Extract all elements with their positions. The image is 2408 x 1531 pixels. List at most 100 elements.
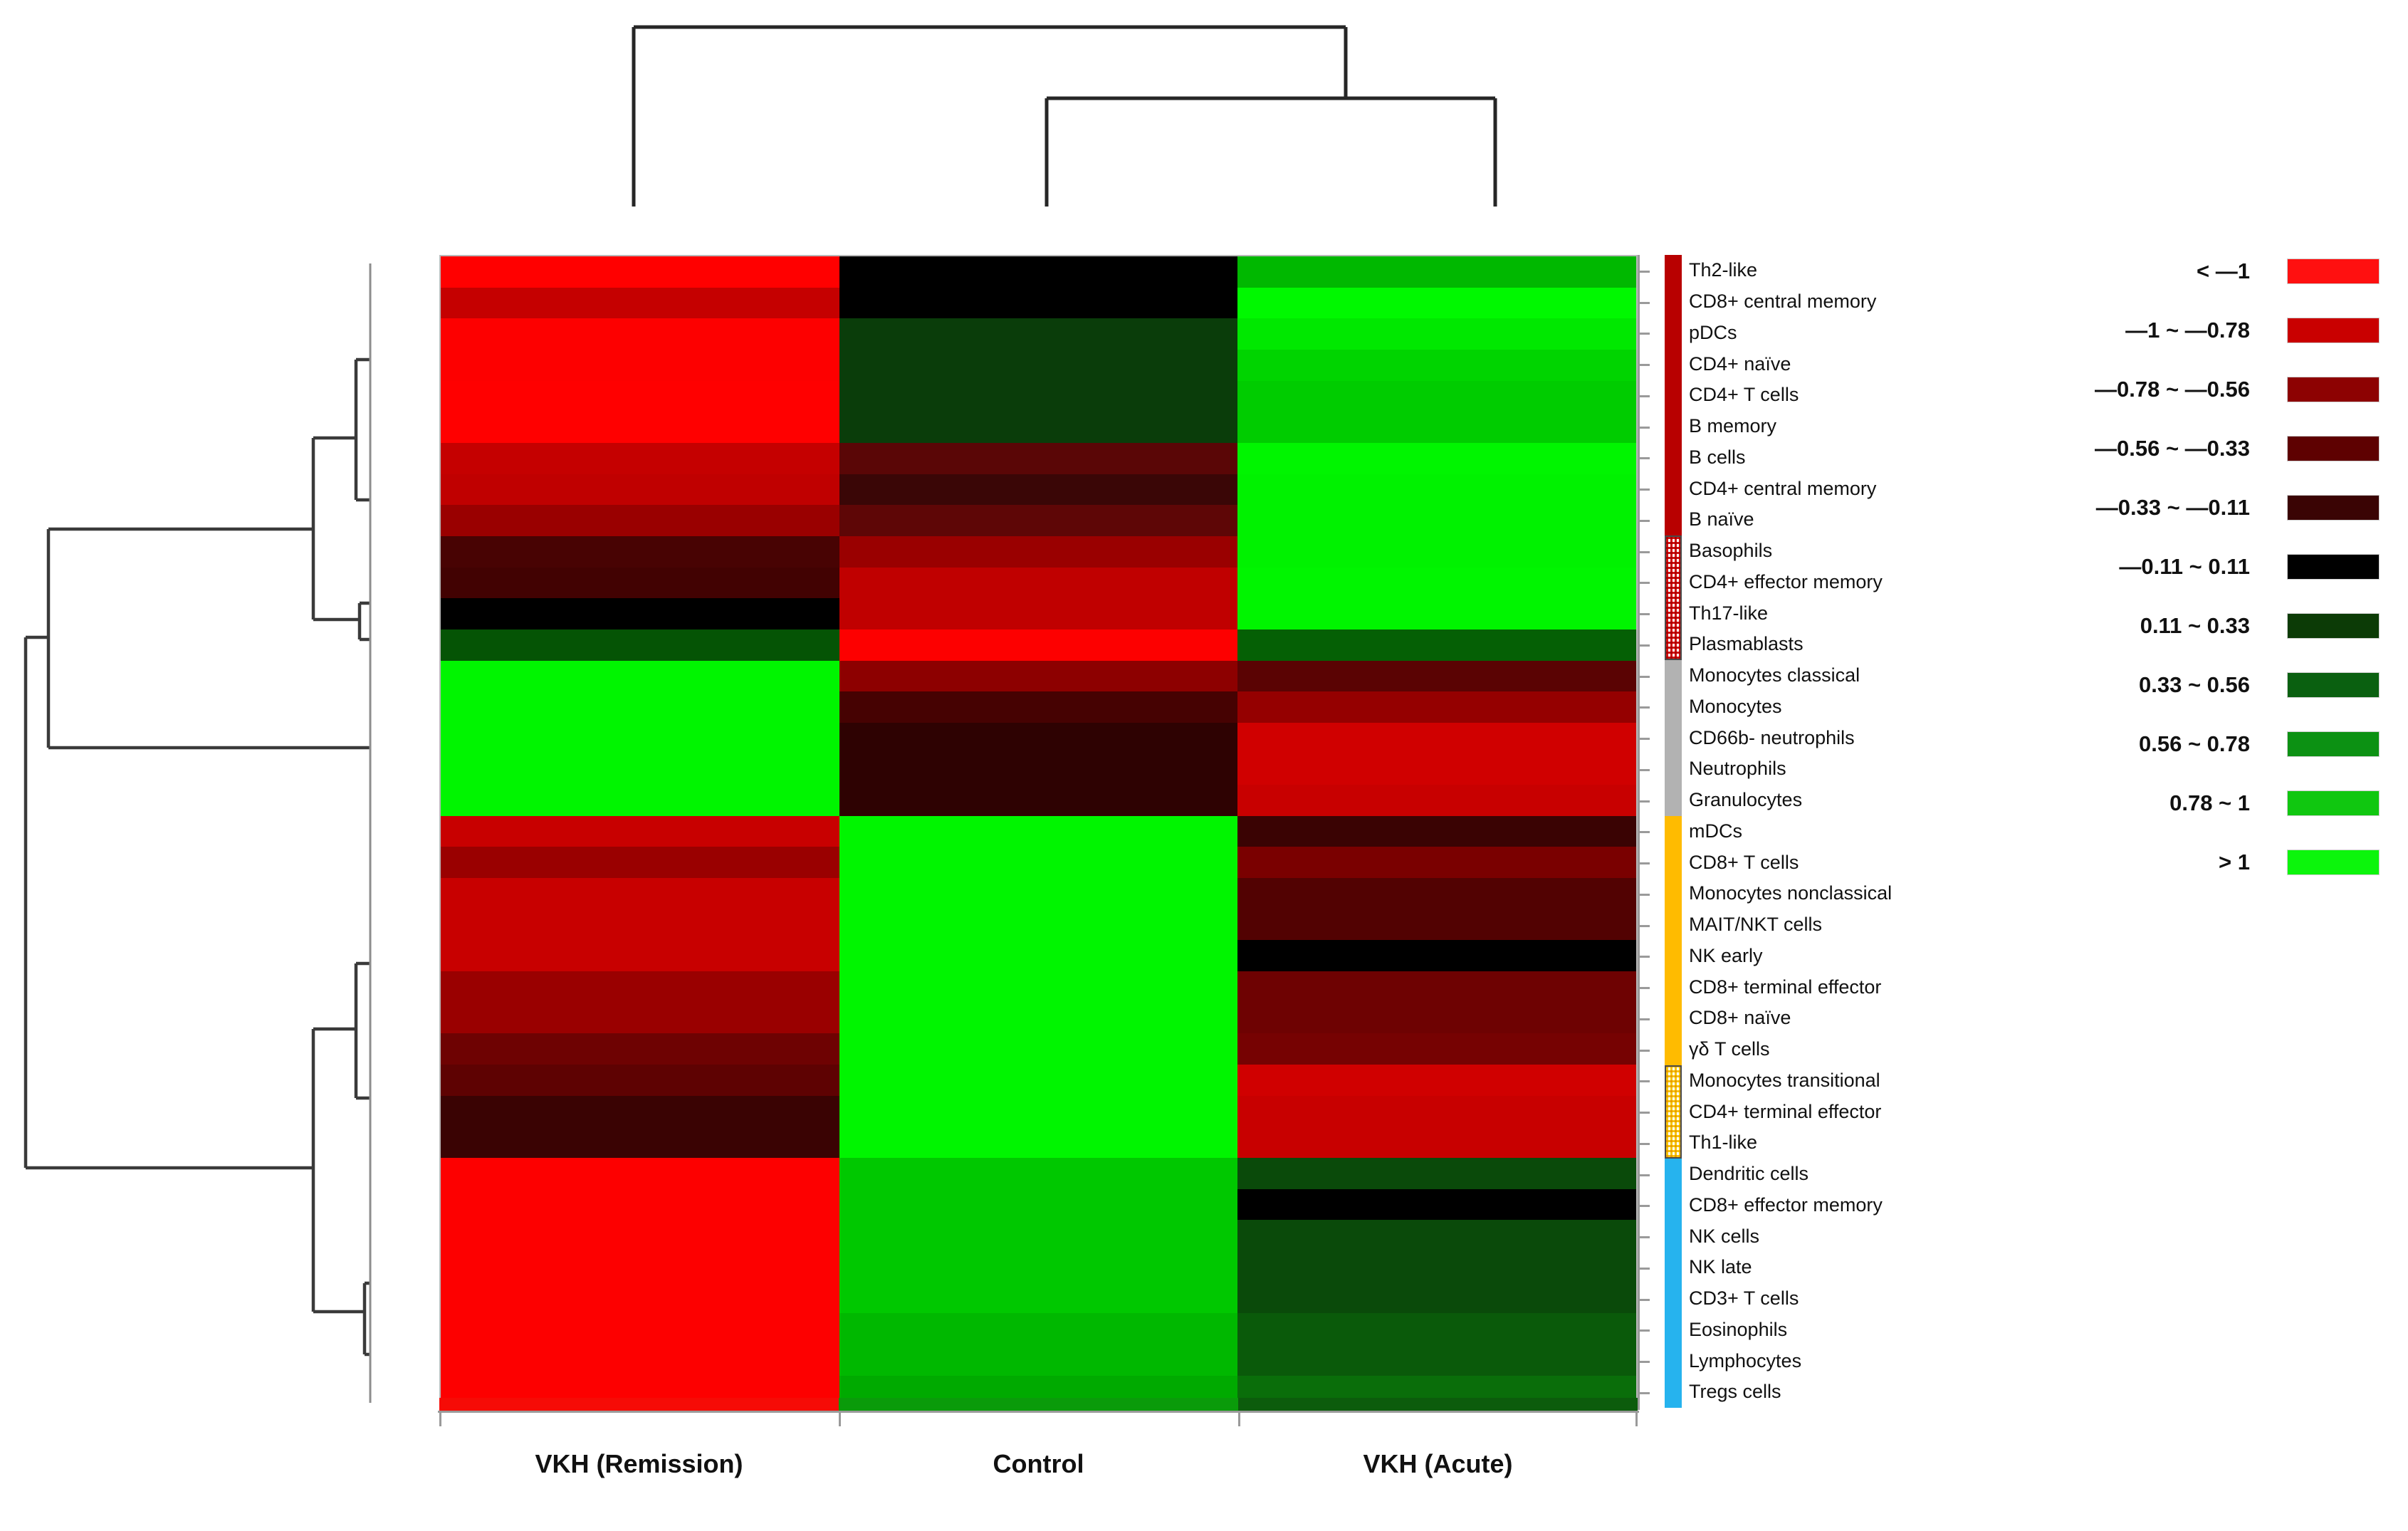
heatmap-row [441, 1158, 1636, 1189]
heatmap-cell [441, 1313, 839, 1344]
heatmap-cell [839, 474, 1238, 506]
row-label-9: Basophils [1689, 540, 1773, 562]
row-tick [1638, 1376, 1662, 1408]
heatmap-cell [1237, 598, 1636, 629]
row-tick [1638, 971, 1662, 1003]
row-label-12: Plasmablasts [1689, 633, 1804, 655]
legend-swatch [2287, 258, 2380, 284]
heatmap-row [441, 349, 1636, 381]
heatmap-row [441, 753, 1636, 785]
heatmap-cell [1237, 1313, 1636, 1344]
column-group-swatch-2 [1238, 1398, 1638, 1411]
heatmap-cell [839, 878, 1238, 909]
row-tick [1638, 1252, 1662, 1283]
heatmap-cell [839, 722, 1238, 754]
heatmap-cell [441, 909, 839, 941]
row-tick [1638, 1034, 1662, 1065]
column-tick [439, 1411, 441, 1426]
row-tick [1638, 567, 1662, 598]
row-label-28: Th1-like [1689, 1132, 1758, 1154]
legend-entry-7: 0.33 ~ 0.56 [1951, 669, 2392, 701]
row-label-4: CD4+ T cells [1689, 384, 1799, 406]
heatmap-cell [839, 629, 1238, 661]
column-tick [1238, 1411, 1240, 1426]
row-tick [1638, 878, 1662, 909]
heatmap-row [441, 1344, 1636, 1376]
row-label-34: Eosinophils [1689, 1318, 1788, 1340]
heatmap-cell [839, 1065, 1238, 1096]
legend-entry-8: 0.56 ~ 0.78 [1951, 728, 2392, 761]
row-tick [1638, 318, 1662, 349]
row-tick [1638, 909, 1662, 941]
heatmap-row [441, 878, 1636, 909]
heatmap-cell [441, 598, 839, 629]
heatmap-cell [441, 1158, 839, 1189]
row-tick [1638, 473, 1662, 504]
column-label-2: VKH (Acute) [1363, 1449, 1513, 1478]
row-label-31: NK cells [1689, 1225, 1760, 1247]
row-label-10: CD4+ effector memory [1689, 570, 1883, 592]
heatmap-cell [441, 412, 839, 443]
row-group-bar-blue-group [1665, 1158, 1682, 1408]
row-tick [1638, 442, 1662, 474]
heatmap-cell [441, 505, 839, 536]
legend-entry-9: 0.78 ~ 1 [1951, 787, 2392, 820]
row-tick [1638, 348, 1662, 380]
legend-swatch [2287, 318, 2380, 343]
legend-entry-10: > 1 [1951, 846, 2392, 879]
heatmap-cell [1237, 1002, 1636, 1034]
legend-label: —0.33 ~ —0.11 [2095, 495, 2250, 520]
legend-swatch [2287, 377, 2380, 402]
heatmap-cell [441, 1002, 839, 1034]
row-tick [1638, 1283, 1662, 1315]
row-label-21: MAIT/NKT cells [1689, 914, 1823, 936]
heatmap-cell [441, 1220, 839, 1251]
row-tick [1638, 411, 1662, 442]
legend-label: < —1 [2197, 258, 2250, 283]
heatmap-row [441, 971, 1636, 1003]
row-tick [1638, 1221, 1662, 1252]
legend-entry-6: 0.11 ~ 0.33 [1951, 610, 2392, 642]
row-tick [1638, 660, 1662, 691]
row-tick [1638, 941, 1662, 972]
row-tick [1638, 1315, 1662, 1346]
legend-entry-4: —0.33 ~ —0.11 [1951, 491, 2392, 524]
row-label-16: Neutrophils [1689, 758, 1786, 780]
heatmap-cell [1237, 691, 1636, 723]
row-tick [1638, 1190, 1662, 1221]
row-label-27: CD4+ terminal effector [1689, 1100, 1882, 1122]
row-label-24: CD8+ naïve [1689, 1007, 1791, 1029]
heatmap-row [441, 505, 1636, 536]
row-group-color-bars [1665, 255, 1682, 1408]
heatmap-cell [1237, 1127, 1636, 1159]
heatmap-cell [441, 442, 839, 474]
heatmap-row [441, 940, 1636, 972]
heatmap-cell [441, 1282, 839, 1314]
heatmap-cell [1237, 442, 1636, 474]
row-tick [1638, 1159, 1662, 1190]
heatmap-row [441, 1220, 1636, 1251]
heatmap-cell [839, 753, 1238, 785]
heatmap-cell [839, 1220, 1238, 1251]
heatmap-cell [839, 505, 1238, 536]
row-label-7: CD4+ central memory [1689, 477, 1877, 499]
row-label-8: B naïve [1689, 508, 1754, 531]
heatmap-row [441, 535, 1636, 568]
heatmap-grid [439, 255, 1638, 1408]
heatmap-cell [441, 660, 839, 692]
legend-entry-2: —0.78 ~ —0.56 [1951, 373, 2392, 406]
legend-swatch [2287, 436, 2380, 461]
heatmap-cell [441, 1251, 839, 1282]
heatmap-cell [839, 598, 1238, 629]
heatmap-cell [839, 412, 1238, 443]
heatmap-cell [839, 971, 1238, 1003]
row-label-2: pDCs [1689, 321, 1737, 343]
row-label-30: CD8+ effector memory [1689, 1193, 1883, 1216]
heatmap-row [441, 598, 1636, 629]
row-tick-marks [1638, 255, 1662, 1408]
heatmap-cell [1237, 878, 1636, 909]
heatmap-cell [839, 1095, 1238, 1127]
heatmap-cell [441, 380, 839, 412]
heatmap-cell [1237, 847, 1636, 879]
row-label-32: NK late [1689, 1256, 1752, 1278]
